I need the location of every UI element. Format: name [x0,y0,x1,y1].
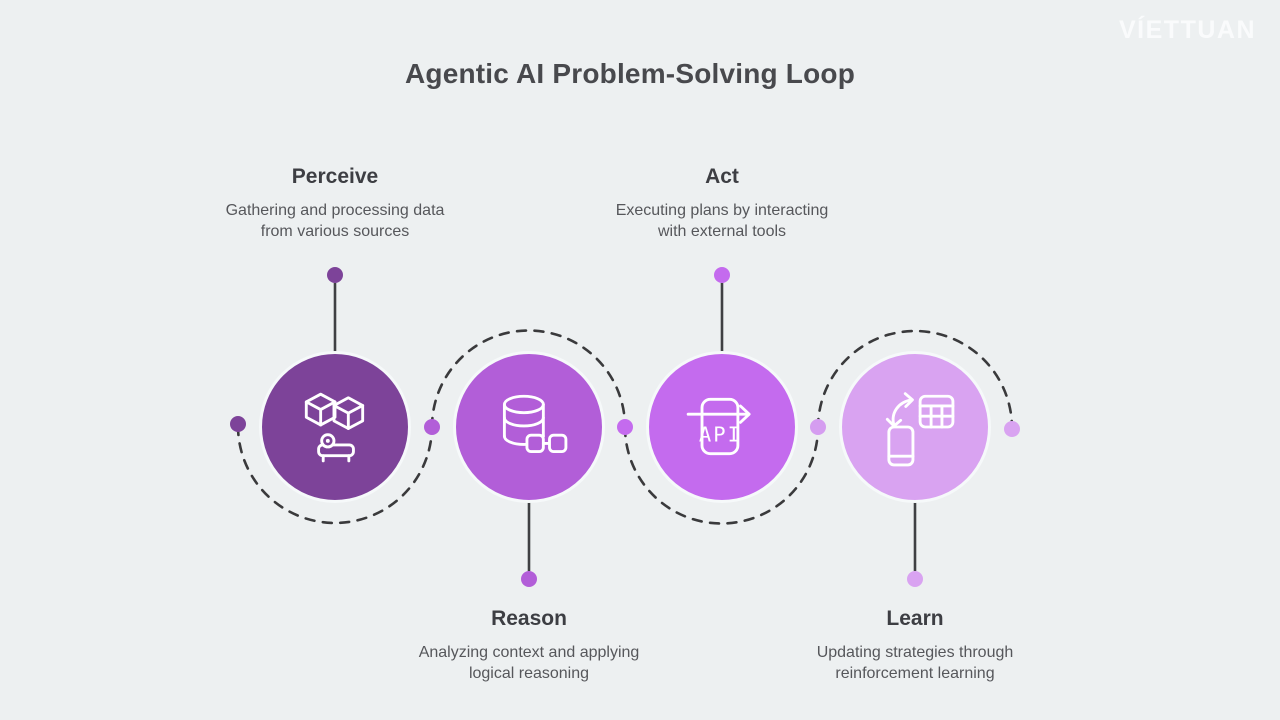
api-document-arrow-icon: API [686,397,751,456]
junction-dot-2 [424,419,440,435]
step-title: Reason [491,607,567,630]
junction-dot-5 [1004,421,1020,437]
dashed-arc-act [623,425,820,525]
step-description: Executing plans by interacting with exte… [615,202,829,241]
step-circle-reason [453,351,605,503]
step-title: Learn [886,607,944,630]
svg-text:API: API [699,422,742,446]
step-description: Gathering and processing data from vario… [225,202,445,241]
step-title: Perceive [291,165,379,188]
junction-dot-1 [230,416,246,432]
junction-dot-4 [810,419,826,435]
step-description: Analyzing context and applying logical r… [418,644,640,683]
step-label-learn: Learn Updating strategies through reinfo… [780,607,1050,685]
step-circle-perceive [259,351,411,503]
step-title: Act [705,165,739,188]
stem-dot-learn [907,571,923,587]
step-description: Updating strategies through reinforcemen… [816,644,1014,683]
step-circle-act: API [646,351,798,503]
device-sync-table-icon [885,392,955,467]
database-nodes-icon [502,394,568,454]
junction-dot-3 [617,419,633,435]
step-circle-learn [839,351,991,503]
step-label-perceive: Perceive Gathering and processing data f… [200,165,470,243]
step-label-act: Act Executing plans by interacting with … [587,165,857,243]
dashed-arc-reason [430,329,627,429]
page-title: Agentic AI Problem-Solving Loop [404,58,856,89]
stem-dot-reason [521,571,537,587]
stem-dot-act [714,267,730,283]
perception-objects-scanner-icon [304,392,365,463]
stem-dot-perceive [327,267,343,283]
step-label-reason: Reason Analyzing context and applying lo… [394,607,664,685]
brand-logo: VÍETTUAN [1119,16,1256,44]
